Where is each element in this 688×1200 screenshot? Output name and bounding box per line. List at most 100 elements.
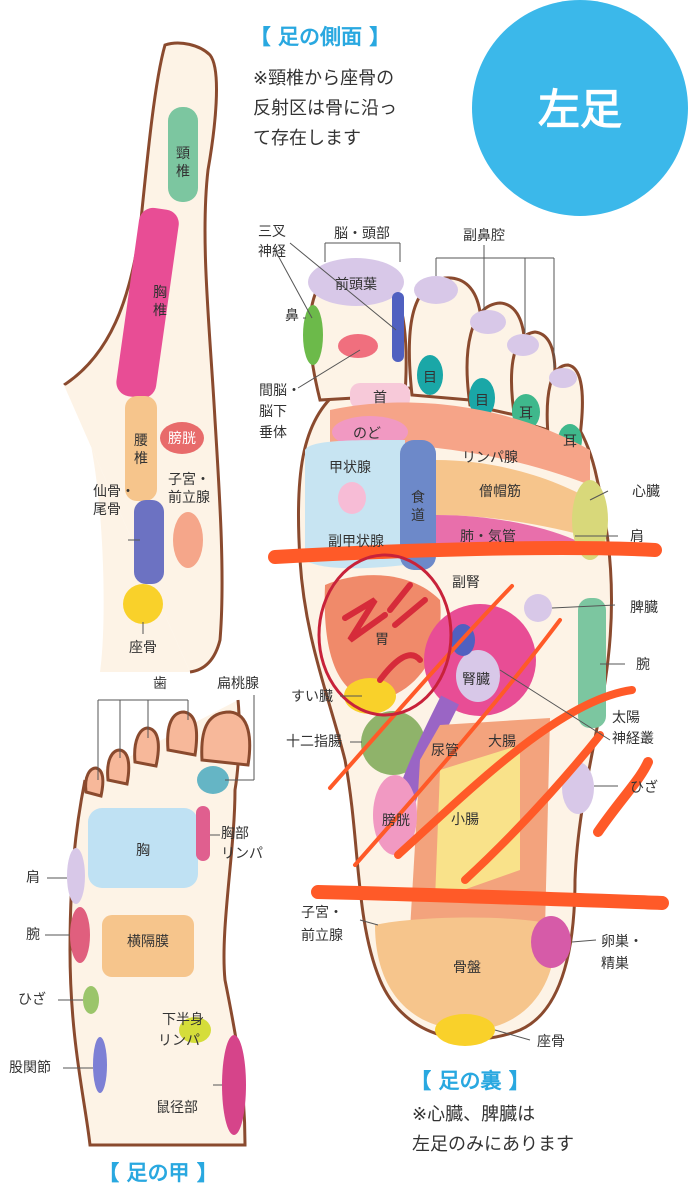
sole-sansa-zone bbox=[392, 292, 404, 362]
sole-shocho-zone bbox=[435, 745, 520, 900]
sole-ransou-label-2: 精巣 bbox=[601, 956, 629, 972]
top-kata-label: 肩 bbox=[26, 870, 40, 886]
sole-me-label-1: 目 bbox=[423, 370, 437, 386]
sole-no-tobu-label: 脳・頭部 bbox=[334, 226, 390, 242]
sole-zakotsu-label: 座骨 bbox=[537, 1034, 565, 1050]
top-big-toe bbox=[200, 710, 252, 767]
sole-mimi-label-1: 耳 bbox=[519, 406, 533, 422]
side-note-line-3: て存在します bbox=[253, 128, 361, 149]
left-foot-badge: 左足 bbox=[472, 0, 688, 216]
sole-kata-label: 肩 bbox=[630, 529, 644, 545]
side-yotsui-label-2: 椎 bbox=[134, 451, 148, 467]
top-kyoubu-zone bbox=[196, 806, 210, 861]
sole-fukubiku-zone-3 bbox=[507, 334, 539, 356]
sole-stroke-3 bbox=[328, 584, 514, 790]
sole-mimi-label-2: 耳 bbox=[563, 434, 577, 450]
sole-suizo-zone bbox=[344, 678, 396, 714]
sole-ude-label: 腕 bbox=[636, 657, 650, 673]
top-toe-2 bbox=[166, 710, 199, 757]
top-toe-3 bbox=[133, 726, 160, 768]
sole-juunishi-zone bbox=[361, 711, 425, 775]
sole-marker-3 bbox=[377, 652, 423, 683]
sole-me-zone-1 bbox=[417, 355, 443, 395]
sole-me-label-2: 目 bbox=[475, 393, 489, 409]
side-senkotsu-label: 仙骨・ bbox=[93, 484, 135, 500]
sole-view: 三叉 神経 脳・頭部 副鼻腔 鼻 前頭葉 間脳・ 脳下 垂体 目 目 耳 耳 首… bbox=[258, 224, 669, 1155]
top-sokeibu-zone bbox=[222, 1035, 246, 1135]
sole-nodo-zone bbox=[332, 416, 408, 448]
sole-kannou-label: 間脳・ bbox=[259, 383, 301, 399]
side-shikyu-label: 子宮・ bbox=[168, 472, 210, 488]
sole-marker-1 bbox=[342, 597, 388, 643]
top-kokansetsu-zone bbox=[93, 1037, 107, 1093]
sole-i-zone bbox=[324, 575, 441, 700]
sole-shokudo-label-1: 食 bbox=[411, 489, 425, 506]
side-zakotsu-zone bbox=[123, 584, 163, 624]
top-oukakumaku-label: 横隔膜 bbox=[127, 934, 169, 950]
sole-nodo-label: のど bbox=[353, 426, 381, 442]
sole-taiyou-label-1: 太陽 bbox=[612, 710, 640, 726]
top-kokansetsu-label: 股関節 bbox=[9, 1059, 51, 1076]
top-sokeibu-label: 鼠径部 bbox=[156, 1100, 198, 1116]
sole-ransou-label-1: 卵巣・ bbox=[601, 934, 643, 950]
top-mune-zone bbox=[88, 808, 198, 888]
side-yotsui-zone bbox=[125, 396, 157, 501]
sole-stroke-5 bbox=[394, 686, 636, 859]
top-oukakumaku-zone bbox=[102, 915, 194, 977]
side-zakotsu-label: 座骨 bbox=[129, 640, 157, 656]
top-toe-5 bbox=[84, 766, 105, 798]
top-ude-zone bbox=[70, 907, 90, 963]
sole-shikyu-label: 子宮・ bbox=[301, 905, 343, 921]
top-hiza-label: ひざ bbox=[18, 991, 46, 1008]
top-kahanshin-zone bbox=[179, 1017, 211, 1043]
side-view: 頸 椎 胸 椎 腰 椎 膀胱 子宮・ 前立腺 仙骨・ 尾骨 座骨 【 足の側面 … bbox=[63, 25, 397, 674]
sole-fukubiku-label: 副鼻腔 bbox=[463, 227, 505, 244]
sole-marker-2 bbox=[387, 582, 428, 628]
sole-jinzo-label: 腎臓 bbox=[462, 672, 490, 688]
side-boko-label: 膀胱 bbox=[168, 430, 196, 447]
sole-daicho-label: 大腸 bbox=[488, 734, 516, 750]
sole-shinkei-label: 神経 bbox=[258, 244, 286, 260]
sole-stroke-7 bbox=[593, 757, 653, 837]
sole-stroke-4 bbox=[353, 618, 562, 867]
top-mune-label: 胸 bbox=[136, 843, 150, 859]
sole-zentoyo-label: 前頭葉 bbox=[335, 276, 377, 293]
sole-note-line-1: ※心臓、脾臓は bbox=[412, 1104, 535, 1125]
side-kyotsui-label-2: 椎 bbox=[153, 303, 167, 319]
sole-shinzo-label: 心臓 bbox=[632, 484, 660, 500]
sole-suizo-label: すい臓 bbox=[291, 689, 333, 705]
sole-hizo-label: 脾臓 bbox=[630, 600, 658, 616]
side-keitsui-label-2: 椎 bbox=[176, 164, 190, 180]
top-ude-label: 腕 bbox=[26, 927, 40, 943]
sole-i-label: 胃 bbox=[375, 632, 389, 648]
sole-noka-label: 脳下 bbox=[259, 404, 287, 420]
sole-fukujin-label: 副腎 bbox=[452, 575, 480, 591]
sole-highlight-circle bbox=[317, 553, 453, 717]
top-kata-zone bbox=[67, 848, 85, 904]
top-kahanshin-label-2: リンパ bbox=[158, 1033, 200, 1049]
sole-kotsuban-label: 骨盤 bbox=[453, 960, 481, 976]
sole-koujousen-label: 甲状腺 bbox=[329, 460, 371, 476]
sole-view-title: 【 足の裏 】 bbox=[410, 1069, 530, 1093]
sole-fukubiku-zone-1 bbox=[414, 276, 458, 304]
sole-soubokin-label: 僧帽筋 bbox=[479, 483, 521, 500]
top-kahanshin-label-1: 下半身 bbox=[162, 1012, 204, 1028]
side-bikotsu-label: 尾骨 bbox=[93, 502, 121, 518]
badge-text: 左足 bbox=[538, 85, 622, 134]
side-keitsui-label-1: 頸 bbox=[176, 146, 190, 162]
top-hentousen-zone bbox=[197, 766, 229, 794]
sole-hiza-label: ひざ bbox=[630, 779, 658, 796]
sole-kotsuban-zone bbox=[375, 917, 556, 1030]
sole-fukubiku-zone-2 bbox=[470, 310, 506, 334]
sole-zenritsusen-label: 前立腺 bbox=[301, 927, 343, 944]
sole-suitai-label: 垂体 bbox=[259, 425, 287, 441]
sole-hizo-zone bbox=[524, 594, 552, 622]
sole-stroke-1 bbox=[268, 540, 662, 564]
sole-kubi-zone bbox=[350, 383, 410, 409]
sole-juunishi-label: 十二指腸 bbox=[286, 734, 342, 750]
sole-taiyou-label-2: 神経叢 bbox=[612, 731, 654, 747]
top-kyoubu-label-1: 胸部 bbox=[221, 826, 249, 842]
top-hiza-zone bbox=[83, 986, 99, 1014]
sole-fukubiku-zone-4 bbox=[549, 368, 577, 388]
sole-soubokin-zone bbox=[436, 460, 600, 540]
